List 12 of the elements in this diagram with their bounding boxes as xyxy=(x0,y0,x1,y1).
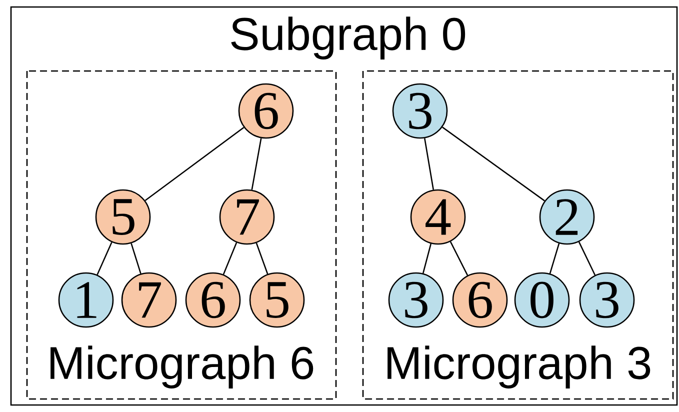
connector-line xyxy=(422,244,432,274)
connector-line xyxy=(130,243,142,274)
connector-line xyxy=(549,243,560,274)
connector-line xyxy=(96,242,112,276)
connector-line xyxy=(251,138,262,190)
connector-line xyxy=(256,242,268,274)
connector-line xyxy=(144,126,244,202)
connector-line xyxy=(222,242,238,275)
connector-line xyxy=(442,126,545,202)
connector-line xyxy=(578,242,596,276)
connector-line xyxy=(424,138,434,190)
connector-line xyxy=(450,241,468,276)
